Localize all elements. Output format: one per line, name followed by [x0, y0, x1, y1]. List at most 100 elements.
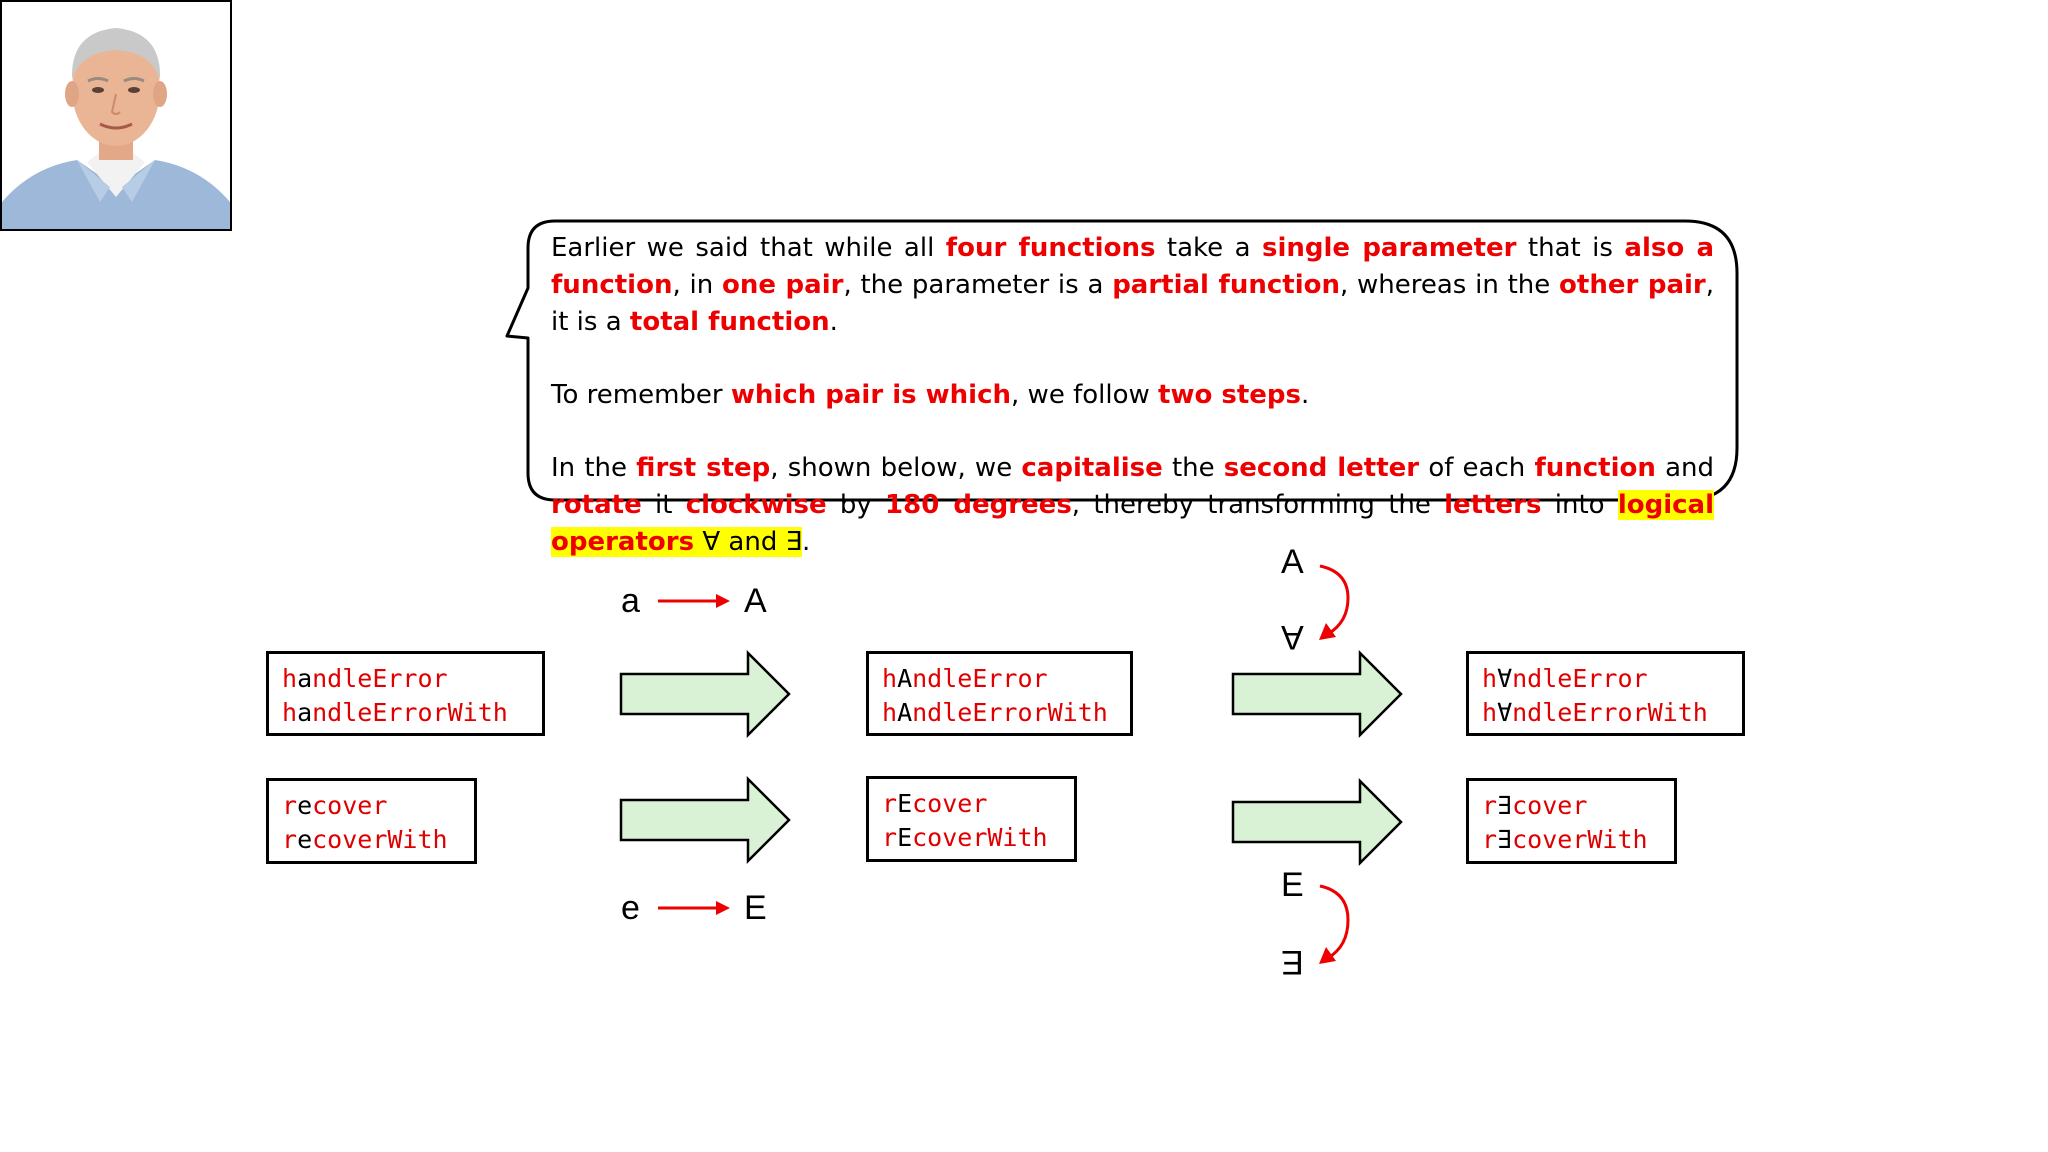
- letter-E-before-rotation: E: [1281, 868, 1304, 902]
- code-line: rEcoverWith: [882, 821, 1074, 855]
- code-line: h∀ndleErrorWith: [1482, 696, 1742, 730]
- code-char-changed: e: [297, 791, 312, 820]
- body-text: , thereby transforming the: [1072, 490, 1444, 520]
- code-char-changed: E: [897, 823, 912, 852]
- code-text: hAndleError: [882, 664, 1048, 693]
- block-arrow-step1-top: [618, 650, 793, 740]
- code-text: h∀ndleErrorWith: [1482, 698, 1708, 727]
- code-text: rEcoverWith: [882, 823, 1048, 852]
- body-text: take a: [1155, 233, 1262, 263]
- emphasis-text: 180 degrees: [885, 490, 1072, 520]
- code-box-recover-rotated: r∃cover r∃coverWith: [1466, 778, 1677, 864]
- code-box-recover-capitalised: rEcover rEcoverWith: [866, 776, 1077, 862]
- code-box-recover-original: recover recoverWith: [266, 778, 477, 864]
- body-text: .: [830, 307, 838, 337]
- code-box-handle-error-original: handleError handleErrorWith: [266, 651, 545, 736]
- letter-A-before-rotation: A: [1281, 545, 1304, 579]
- code-box-handle-error-rotated: h∀ndleError h∀ndleErrorWith: [1466, 651, 1745, 736]
- red-arrow-a-to-A: [656, 591, 732, 611]
- code-line: handleErrorWith: [282, 696, 542, 730]
- letter-e-lower: e: [621, 891, 640, 925]
- code-text: recoverWith: [282, 825, 448, 854]
- code-char: r: [882, 789, 897, 818]
- body-text: .: [802, 527, 810, 557]
- code-char: r: [1482, 791, 1497, 820]
- body-text: it: [642, 490, 686, 520]
- body-text: and: [1656, 453, 1714, 483]
- code-char-changed: a: [297, 664, 312, 693]
- letter-E-rotated: E: [1281, 945, 1304, 979]
- code-line: recoverWith: [282, 823, 474, 857]
- body-text: , we follow: [1011, 380, 1158, 410]
- code-line: rEcover: [882, 787, 1074, 821]
- letter-E-upper: E: [744, 891, 767, 925]
- code-box-handle-error-capitalised: hAndleError hAndleErrorWith: [866, 651, 1133, 736]
- speech-bubble-text: Earlier we said that while all four func…: [551, 230, 1714, 561]
- code-text: hAndleErrorWith: [882, 698, 1108, 727]
- code-line: recover: [282, 789, 474, 823]
- code-char: r: [282, 791, 297, 820]
- code-char-changed: ∀: [1497, 664, 1512, 693]
- bubble-paragraph-3: In the first step, shown below, we capit…: [551, 450, 1714, 561]
- code-line: h∀ndleError: [1482, 662, 1742, 696]
- emphasis-text: other pair: [1559, 270, 1706, 300]
- code-text: handleError: [282, 664, 448, 693]
- code-char: ndleErrorWith: [312, 698, 508, 727]
- emphasis-text: function: [1534, 453, 1655, 483]
- code-char: coverWith: [912, 823, 1047, 852]
- emphasis-text: first step: [636, 453, 770, 483]
- code-text: r∃coverWith: [1482, 825, 1648, 854]
- emphasis-text: four functions: [946, 233, 1156, 263]
- code-char-changed: A: [897, 664, 912, 693]
- emphasis-text: rotate: [551, 490, 642, 520]
- body-text: that is: [1516, 233, 1624, 263]
- body-text: .: [1301, 380, 1309, 410]
- code-char: h: [282, 698, 297, 727]
- body-text: , whereas in the: [1340, 270, 1559, 300]
- code-char: h: [882, 698, 897, 727]
- emphasis-text: single parameter: [1262, 233, 1516, 263]
- code-char: r: [882, 823, 897, 852]
- code-char: h: [282, 664, 297, 693]
- code-char: coverWith: [312, 825, 447, 854]
- code-char-changed: ∃: [1497, 791, 1512, 820]
- code-char: h: [882, 664, 897, 693]
- body-text: of each: [1419, 453, 1534, 483]
- body-text: ∀: [694, 527, 728, 557]
- code-char: cover: [312, 791, 387, 820]
- bubble-paragraph-2: To remember which pair is which, we foll…: [551, 377, 1714, 414]
- code-text: recover: [282, 791, 387, 820]
- block-arrow-step2-top: [1230, 650, 1405, 740]
- code-char-changed: E: [897, 789, 912, 818]
- letter-a-lower: a: [621, 584, 640, 618]
- body-text: To remember: [551, 380, 731, 410]
- body-text: by: [827, 490, 885, 520]
- body-text: ∃: [777, 527, 802, 557]
- body-text: , shown below, we: [770, 453, 1021, 483]
- bubble-paragraph-1: Earlier we said that while all four func…: [551, 230, 1714, 341]
- letter-A-upper: A: [744, 584, 767, 618]
- body-text: Earlier we said that while all: [551, 233, 946, 263]
- code-line: r∃cover: [1482, 789, 1674, 823]
- code-text: h∀ndleError: [1482, 664, 1648, 693]
- rotated-glyph: E: [1281, 945, 1304, 979]
- code-char-changed: ∀: [1497, 698, 1512, 727]
- code-line: hAndleError: [882, 662, 1130, 696]
- body-text: the: [1163, 453, 1224, 483]
- code-char-changed: A: [897, 698, 912, 727]
- code-char: coverWith: [1512, 825, 1647, 854]
- code-char: h: [1482, 664, 1497, 693]
- presenter-portrait: [0, 0, 232, 231]
- code-char: ndleError: [1512, 664, 1647, 693]
- code-text: rEcover: [882, 789, 987, 818]
- code-line: hAndleErrorWith: [882, 696, 1130, 730]
- code-line: r∃coverWith: [1482, 823, 1674, 857]
- code-char: ndleError: [912, 664, 1047, 693]
- code-line: handleError: [282, 662, 542, 696]
- code-char-changed: e: [297, 825, 312, 854]
- emphasis-text: total function: [630, 307, 830, 337]
- red-arrow-e-to-E: [656, 898, 732, 918]
- code-char-changed: a: [297, 698, 312, 727]
- red-rotate-arrow-E: [1314, 880, 1364, 970]
- emphasis-text: one pair: [722, 270, 843, 300]
